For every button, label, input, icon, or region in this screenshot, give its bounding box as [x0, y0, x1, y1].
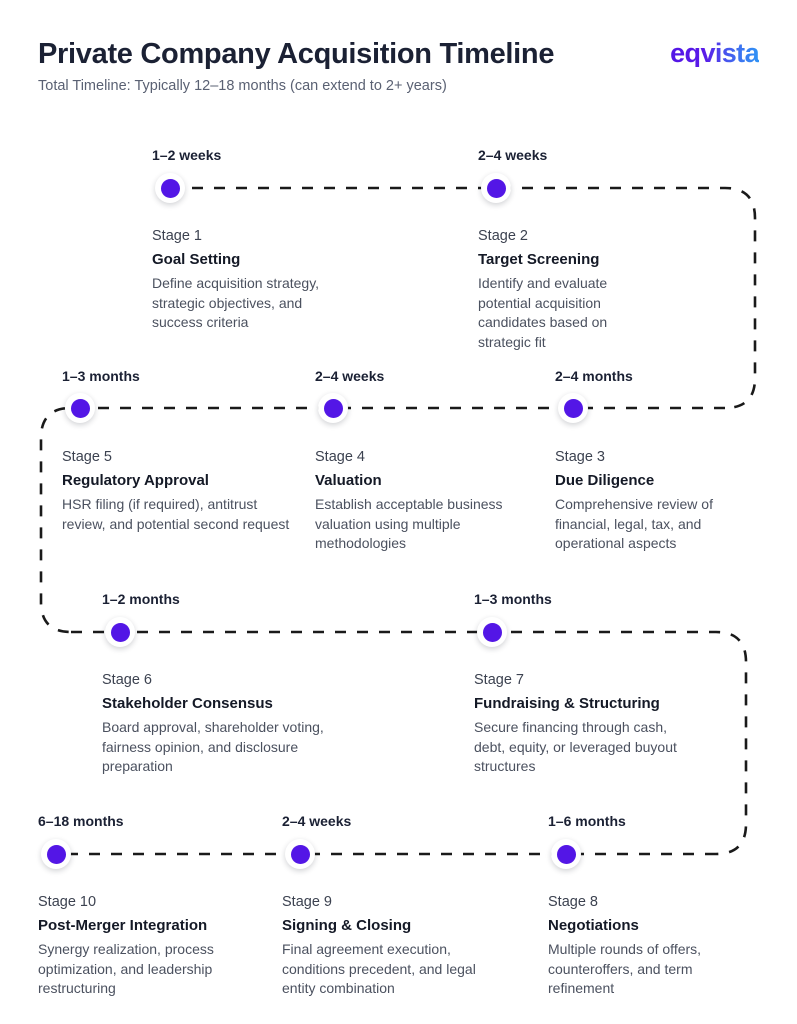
timeline-node-stage-7[interactable]	[477, 617, 507, 647]
stage-description: Final agreement execution, conditions pr…	[282, 940, 476, 997]
stage-number: Stage 1	[152, 228, 202, 244]
stage-name: Signing & Closing	[282, 917, 412, 935]
stage-duration: 1–3 months	[62, 368, 140, 384]
stage-name: Regulatory Approval	[62, 472, 209, 490]
stage-number: Stage 8	[548, 894, 598, 910]
stage-description: Multiple rounds of offers, counteroffers…	[548, 940, 702, 997]
timeline-node-stage-10[interactable]	[41, 839, 71, 869]
stage-duration: 6–18 months	[38, 813, 124, 829]
page-title: Private Company Acquisition Timeline	[38, 38, 555, 70]
header: Private Company Acquisition Timeline Tot…	[38, 38, 758, 96]
stage-description: Establish acceptable business valuation …	[315, 495, 503, 552]
stage-description: Synergy realization, process optimizatio…	[38, 940, 214, 997]
stage-duration: 1–6 months	[548, 813, 626, 829]
stage-name: Goal Setting	[152, 251, 241, 269]
stage-name: Fundraising & Structuring	[474, 695, 660, 713]
stage-duration: 2–4 weeks	[282, 813, 352, 829]
stage-card-3[interactable]: 2–4 months Stage 3 Due Diligence Compreh…	[555, 369, 760, 554]
stage-number: Stage 3	[555, 449, 605, 465]
stage-name: Stakeholder Consensus	[102, 695, 273, 713]
stage-name: Due Diligence	[555, 472, 655, 490]
stage-duration: 1–2 months	[102, 591, 180, 607]
stage-name: Valuation	[315, 472, 382, 490]
timeline-node-stage-2[interactable]	[481, 173, 511, 203]
stage-number: Stage 6	[102, 672, 152, 688]
timeline-node-stage-3[interactable]	[558, 393, 588, 423]
stage-duration: 2–4 weeks	[478, 147, 548, 163]
stage-description: Define acquisition strategy, strategic o…	[152, 274, 320, 331]
stage-description: Identify and evaluate potential acquisit…	[478, 274, 608, 351]
page-subtitle: Total Timeline: Typically 12–18 months (…	[38, 78, 447, 95]
stage-description: Secure financing through cash, debt, equ…	[474, 718, 677, 775]
stage-number: Stage 7	[474, 672, 524, 688]
stage-number: Stage 5	[62, 449, 112, 465]
stage-card-7[interactable]: 1–3 months Stage 7 Fundraising & Structu…	[474, 592, 699, 777]
stage-duration: 1–2 weeks	[152, 147, 222, 163]
stage-card-4[interactable]: 2–4 weeks Stage 4 Valuation Establish ac…	[315, 369, 515, 554]
timeline-node-stage-5[interactable]	[65, 393, 95, 423]
timeline-node-stage-6[interactable]	[105, 617, 135, 647]
stage-card-1[interactable]: 1–2 weeks Stage 1 Goal Setting Define ac…	[152, 148, 352, 333]
stage-number: Stage 4	[315, 449, 365, 465]
stage-card-10[interactable]: 6–18 months Stage 10 Post-Merger Integra…	[38, 814, 268, 999]
stage-card-8[interactable]: 1–6 months Stage 8 Negotiations Multiple…	[548, 814, 753, 999]
stage-number: Stage 9	[282, 894, 332, 910]
stage-card-5[interactable]: 1–3 months Stage 5 Regulatory Approval H…	[62, 369, 302, 534]
stage-name: Negotiations	[548, 917, 639, 935]
stage-card-6[interactable]: 1–2 months Stage 6 Stakeholder Consensus…	[102, 592, 332, 777]
stage-description: Comprehensive review of financial, legal…	[555, 495, 713, 552]
stage-description: Board approval, shareholder voting, fair…	[102, 718, 324, 775]
timeline-node-stage-1[interactable]	[155, 173, 185, 203]
eqvista-logo: eqvista	[670, 38, 759, 68]
stage-number: Stage 10	[38, 894, 97, 910]
stage-description: HSR filing (if required), antitrust revi…	[62, 495, 290, 532]
stage-name: Post-Merger Integration	[38, 917, 208, 935]
timeline-node-stage-8[interactable]	[551, 839, 581, 869]
stage-duration: 2–4 months	[555, 368, 633, 384]
stage-name: Target Screening	[478, 251, 600, 269]
timeline-node-stage-4[interactable]	[318, 393, 348, 423]
timeline-node-stage-9[interactable]	[285, 839, 315, 869]
stage-duration: 1–3 months	[474, 591, 552, 607]
stage-number: Stage 2	[478, 228, 528, 244]
stage-card-9[interactable]: 2–4 weeks Stage 9 Signing & Closing Fina…	[282, 814, 497, 999]
stage-duration: 2–4 weeks	[315, 368, 385, 384]
